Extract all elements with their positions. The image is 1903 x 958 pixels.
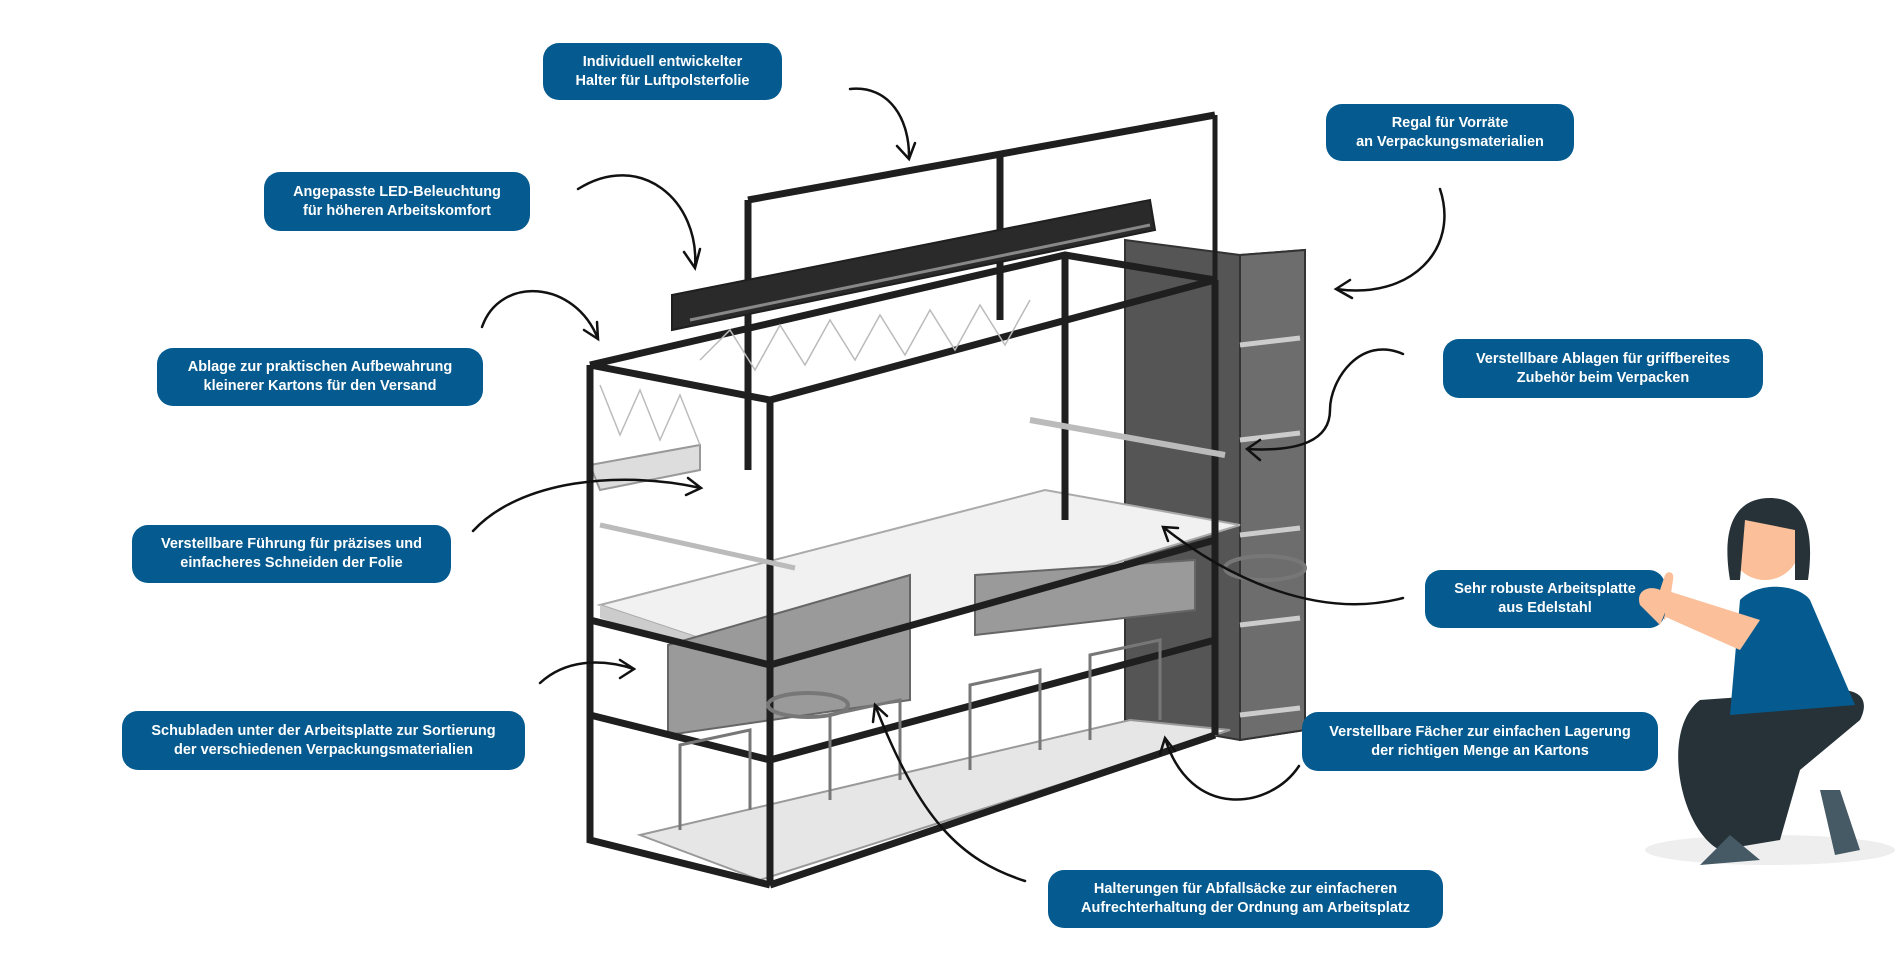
callout-line: Schubladen unter der Arbeitsplatte zur S… bbox=[151, 722, 496, 739]
callout-line: Verstellbare Fächer zur einfachen Lageru… bbox=[1329, 723, 1631, 740]
callout-line: Sehr robuste Arbeitsplatte bbox=[1454, 581, 1636, 597]
callout-line: an Verpackungsmaterialien bbox=[1356, 133, 1544, 150]
workbench bbox=[586, 111, 1307, 889]
waste-bag-holder bbox=[766, 691, 850, 719]
callout-line: aus Edelstahl bbox=[1498, 600, 1592, 616]
callout-cutting-guide: Verstellbare Führung für präzises und ein… bbox=[132, 525, 451, 583]
callout-line: Zubehör beim Verpacken bbox=[1516, 369, 1690, 386]
callout-line: Aufrechterhaltung der Ordnung am Arbeits… bbox=[1081, 900, 1410, 916]
callout-line: der richtigen Menge an Kartons bbox=[1371, 742, 1589, 759]
person-illustration bbox=[1640, 498, 1895, 865]
callout-line: einfacheres Schneiden der Folie bbox=[180, 555, 403, 571]
callout-waste-bag-holders: Halterungen für Abfallsäcke zur einfache… bbox=[1048, 870, 1443, 928]
callout-line: Angepasste LED-Beleuchtung bbox=[293, 183, 501, 200]
callout-supply-rack: Regal für Vorräte an Verpackungsmateriali… bbox=[1326, 104, 1574, 161]
callout-worktop: Sehr robuste Arbeitsplatte aus Edelstahl bbox=[1425, 570, 1665, 628]
callout-line: Individuell entwickelter bbox=[582, 53, 743, 70]
arrows bbox=[471, 87, 1446, 883]
arrow-icon bbox=[871, 702, 1027, 883]
arrow-icon bbox=[471, 476, 704, 533]
adjustable-tray bbox=[1029, 417, 1226, 458]
callout-line: kleinerer Kartons für den Versand bbox=[203, 378, 437, 394]
callout-line: Verstellbare Führung für präzises und bbox=[160, 536, 423, 552]
small-box-shelf bbox=[588, 443, 701, 492]
arrow-icon bbox=[1244, 348, 1405, 462]
callout-led-lighting: Angepasste LED-Beleuchtung für höheren Ar… bbox=[264, 172, 530, 231]
led-bar bbox=[671, 198, 1157, 332]
callout-line: Ablage zur praktischen Aufbewahrung bbox=[187, 359, 453, 375]
arrow-icon bbox=[538, 658, 637, 685]
callout-line: Halterungen für Abfallsäcke zur einfache… bbox=[1093, 881, 1398, 897]
drawers bbox=[667, 558, 1196, 737]
bottom-shelf bbox=[636, 718, 1231, 882]
callout-line: der verschiedenen Verpackungsmaterialien bbox=[174, 741, 473, 758]
arrow-icon bbox=[1158, 735, 1301, 801]
arrow-icon bbox=[1161, 525, 1405, 606]
cutting-guide bbox=[599, 522, 796, 571]
arrow-icon bbox=[848, 87, 917, 162]
arrow-icon bbox=[480, 290, 600, 342]
callout-drawers: Schubladen unter der Arbeitsplatte zur S… bbox=[122, 711, 525, 770]
callout-line: Halter für Luftpolsterfolie bbox=[575, 72, 750, 89]
callout-compartments: Verstellbare Fächer zur einfachen Lageru… bbox=[1302, 712, 1658, 771]
callout-line: für höheren Arbeitskomfort bbox=[303, 202, 491, 219]
callout-line: Verstellbare Ablagen für griffbereites bbox=[1475, 350, 1731, 367]
callout-box-shelf: Ablage zur praktischen Aufbewahrung klein… bbox=[157, 348, 483, 406]
callout-line: Regal für Vorräte bbox=[1391, 114, 1509, 131]
arrow-icon bbox=[1333, 187, 1446, 300]
arrow-icon bbox=[576, 174, 702, 271]
